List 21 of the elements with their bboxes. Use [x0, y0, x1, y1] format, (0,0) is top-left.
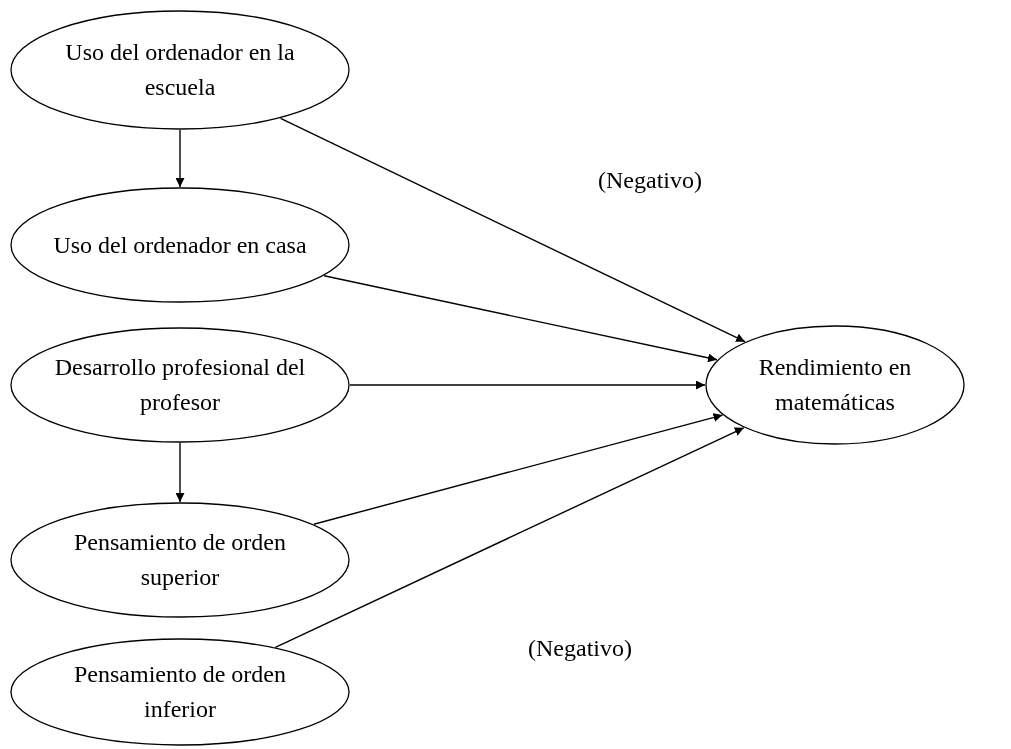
ellipse-node [10, 187, 350, 303]
arrow [279, 117, 746, 343]
ellipse-node [10, 327, 350, 443]
arrow [349, 380, 706, 390]
ellipse-node [10, 638, 350, 746]
arrow [323, 275, 718, 363]
ellipse-node [10, 10, 350, 130]
arrow [313, 413, 724, 525]
node-label: Uso del ordenador en la escuela [64, 38, 296, 102]
ellipse-node [705, 325, 965, 445]
edge-label: (Negativo) [528, 634, 632, 662]
ellipse-node [10, 502, 350, 618]
edge-label: (Negativo) [598, 166, 702, 194]
node-label: Pensamiento de orden superior [73, 528, 287, 592]
node-label: Pensamiento de orden inferior [73, 660, 287, 724]
node-label: Uso del ordenador en casa [52, 230, 308, 260]
arrow [175, 129, 185, 188]
node-label: Desarrollo profesional del profesor [53, 353, 307, 417]
arrow [274, 427, 745, 648]
node-label: Rendimiento en matemáticas [757, 353, 913, 417]
arrow [175, 442, 185, 503]
